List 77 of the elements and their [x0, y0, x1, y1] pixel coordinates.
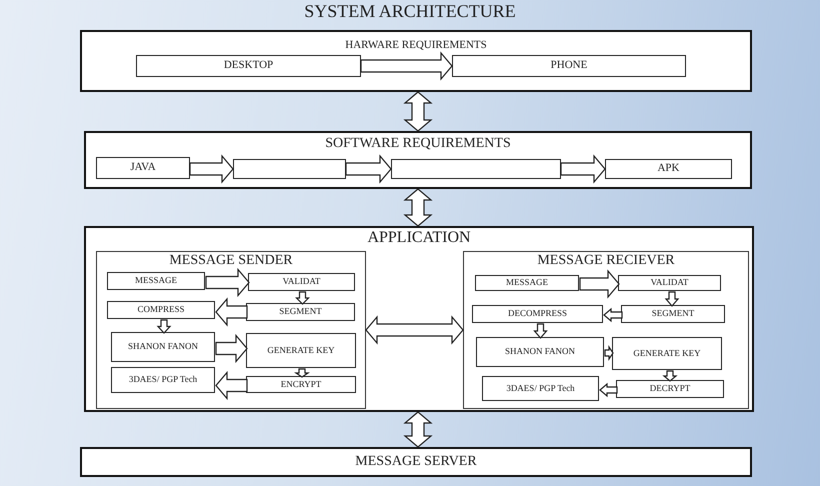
box-label: SHANON FANON — [504, 347, 576, 357]
process-box — [107, 272, 205, 290]
process-box — [391, 159, 561, 179]
box-label: DECRYPT — [648, 384, 692, 394]
process-box — [246, 333, 356, 368]
block-arrow — [345, 154, 392, 184]
process-box — [482, 376, 599, 401]
process-box — [80, 447, 752, 477]
block-arrow — [294, 368, 310, 378]
process-box — [475, 275, 579, 291]
process-box — [246, 376, 356, 393]
double-block-arrow — [403, 411, 433, 448]
block-arrow — [215, 370, 248, 400]
box-label: VALIDAT — [650, 278, 690, 288]
box-label: MESSAGE SERVER — [354, 454, 478, 470]
block-arrow — [560, 154, 606, 184]
box-label: ENCRYPT — [280, 380, 322, 390]
box-label: MESSAGE — [134, 276, 178, 286]
box-label: SEGMENT — [650, 309, 696, 319]
block-arrow — [189, 154, 234, 184]
section-panel — [84, 226, 754, 412]
section-panel — [80, 30, 752, 92]
box-label: GENERATE KEY — [632, 348, 702, 358]
section-heading: HARWARE REQUIREMENTS — [344, 40, 488, 52]
box-label: 3DAES/ PGP Tech — [505, 384, 576, 394]
process-box — [621, 305, 725, 323]
block-arrow — [533, 323, 548, 339]
section-heading: MESSAGE RECIEVER — [536, 254, 676, 269]
box-label: PHONE — [550, 60, 588, 72]
section-heading: SOFTWARE REQUIREMENTS — [324, 137, 512, 152]
process-box — [612, 337, 722, 370]
box-label: JAVA — [129, 162, 157, 174]
diagram-title: SYSTEM ARCHITECTURE — [303, 1, 517, 22]
group-panel — [96, 251, 366, 409]
section-panel — [84, 131, 752, 189]
process-box — [472, 305, 603, 323]
box-label: DESKTOP — [222, 60, 274, 72]
block-arrow — [664, 291, 680, 307]
block-arrow — [603, 308, 623, 322]
box-label: GENERATE KEY — [266, 346, 336, 356]
block-arrow — [604, 345, 614, 361]
block-arrow — [156, 319, 172, 334]
process-box — [246, 303, 355, 321]
box-label: DECOMPRESS — [506, 309, 568, 319]
box-label: 3DAES/ PGP Tech — [128, 375, 198, 385]
group-panel — [463, 251, 749, 409]
double-block-arrow — [403, 188, 433, 227]
process-box — [476, 337, 604, 367]
process-box — [107, 301, 215, 319]
double-block-arrow — [403, 91, 433, 132]
block-arrow — [662, 370, 678, 382]
box-label: MESSAGE — [504, 278, 549, 288]
section-heading: MESSAGE SENDER — [168, 254, 294, 269]
process-box — [233, 159, 346, 179]
block-arrow — [579, 269, 620, 299]
process-box — [248, 273, 355, 291]
block-arrow — [215, 297, 248, 327]
process-box — [111, 367, 215, 393]
process-box — [111, 332, 215, 362]
box-label: VALIDAT — [282, 277, 322, 287]
process-box — [96, 157, 190, 179]
box-label: SHANON FANON — [126, 342, 200, 352]
block-arrow — [215, 334, 248, 364]
box-label: COMPRESS — [136, 305, 186, 315]
block-arrow — [360, 51, 453, 81]
box-label: SEGMENT — [278, 307, 323, 317]
process-box — [605, 159, 732, 179]
process-box — [616, 380, 724, 398]
block-arrow — [205, 268, 250, 298]
block-arrow — [295, 291, 310, 305]
block-arrow — [599, 382, 618, 398]
section-heading: APPLICATION — [366, 230, 472, 247]
box-label: APK — [656, 163, 680, 175]
process-box — [618, 275, 721, 291]
process-box — [452, 55, 686, 77]
process-box — [136, 55, 361, 77]
double-block-arrow — [365, 315, 464, 345]
